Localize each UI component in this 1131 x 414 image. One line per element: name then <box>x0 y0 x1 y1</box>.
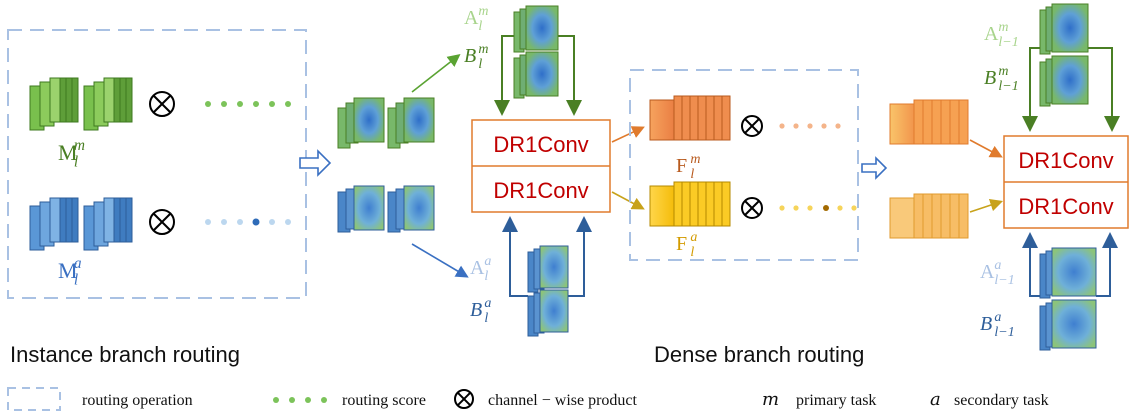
label-subscript: l <box>74 154 78 171</box>
label-superscript: a <box>690 230 697 245</box>
label-base: B <box>464 45 476 67</box>
tensor-AB-right-top <box>1039 3 1089 107</box>
tensor-mid-green <box>337 97 435 149</box>
legend-secondary-label: secondary task <box>954 392 1049 409</box>
legend-routing-operation: routing operation <box>82 392 193 409</box>
label-superscript: a <box>994 258 1001 273</box>
label-subscript: l <box>690 167 694 182</box>
label-superscript: m <box>998 20 1008 35</box>
label-superscript: a <box>994 310 1001 325</box>
label-base: B <box>470 299 482 321</box>
routing-score-dots-blue <box>205 218 291 226</box>
title-instance: Instance branch routing <box>10 342 240 367</box>
tensor-mid-blue <box>337 185 435 233</box>
tensor-AB-right-bottom <box>1039 247 1097 351</box>
tensor-Ma <box>29 197 133 251</box>
otimes-icon <box>741 197 763 219</box>
label-superscript: a <box>74 255 82 272</box>
routing-score-dots-green <box>205 101 291 107</box>
label-superscript: m <box>690 152 700 167</box>
label-base: B <box>984 67 996 89</box>
label-base: M <box>58 258 78 283</box>
dr1conv-label: DR1Conv <box>1018 148 1113 173</box>
dr1conv-block-mid: DR1Conv DR1Conv <box>471 119 611 213</box>
label-subscript: l−1 <box>998 35 1018 50</box>
arrow-to-Bm <box>411 54 461 93</box>
label-base: B <box>980 313 992 335</box>
dense-routing-box <box>629 69 859 261</box>
routing-score-dots-yellow <box>779 205 857 211</box>
label-base: A <box>980 261 995 283</box>
tensor-Mm <box>29 77 133 131</box>
legend: routing operation routing score channel … <box>7 387 1049 411</box>
otimes-icon <box>149 91 175 117</box>
label-superscript: m <box>74 137 85 154</box>
dr1conv-block-right: DR1Conv DR1Conv <box>1003 135 1129 229</box>
hollow-arrow-icon <box>861 156 888 180</box>
label-base: M <box>58 140 78 165</box>
legend-primary-symbol: m <box>762 389 779 410</box>
label-superscript: a <box>484 254 491 269</box>
label-superscript: m <box>478 4 488 19</box>
label-superscript: m <box>998 64 1008 79</box>
label-base: A <box>470 257 485 279</box>
dr1conv-label: DR1Conv <box>1018 194 1113 219</box>
tensor-right-orange <box>889 99 969 145</box>
tensor-right-yellow <box>889 193 969 239</box>
arrow-to-Aa <box>411 243 469 278</box>
label-subscript: l <box>74 272 78 289</box>
routing-score-dots-icon <box>273 397 327 403</box>
title-dense: Dense branch routing <box>654 342 864 367</box>
otimes-icon <box>741 115 763 137</box>
legend-channel-product: channel − wise product <box>488 392 638 409</box>
dashed-box-icon <box>7 387 61 411</box>
otimes-icon <box>149 209 175 235</box>
label-subscript: l−1 <box>994 273 1014 288</box>
label-superscript: m <box>478 42 488 57</box>
dr1conv-label: DR1Conv <box>493 178 588 203</box>
tensor-AB-top <box>513 5 559 99</box>
instance-routing-box <box>7 29 307 299</box>
label-subscript: l <box>484 269 488 284</box>
legend-primary-label: primary task <box>796 392 876 409</box>
label-base: A <box>464 7 479 29</box>
label-subscript: l <box>478 19 482 34</box>
label-subscript: l <box>484 311 488 326</box>
tensor-Fm <box>649 95 731 141</box>
otimes-icon <box>454 389 474 409</box>
label-base: F <box>676 233 687 255</box>
label-subscript: l <box>478 57 482 72</box>
label-superscript: a <box>484 296 491 311</box>
label-subscript: l−1 <box>994 325 1014 340</box>
routing-score-dots-orange <box>779 123 841 129</box>
legend-secondary-symbol: a <box>930 389 941 410</box>
label-base: F <box>676 155 687 177</box>
tensor-Fa <box>649 181 731 227</box>
label-base: A <box>984 23 999 45</box>
label-subscript: l−1 <box>998 79 1018 94</box>
legend-routing-score: routing score <box>342 392 426 409</box>
hollow-arrow-icon <box>299 149 332 177</box>
tensor-AB-bottom <box>527 245 569 337</box>
dr1conv-label: DR1Conv <box>493 132 588 157</box>
label-subscript: l <box>690 245 694 260</box>
